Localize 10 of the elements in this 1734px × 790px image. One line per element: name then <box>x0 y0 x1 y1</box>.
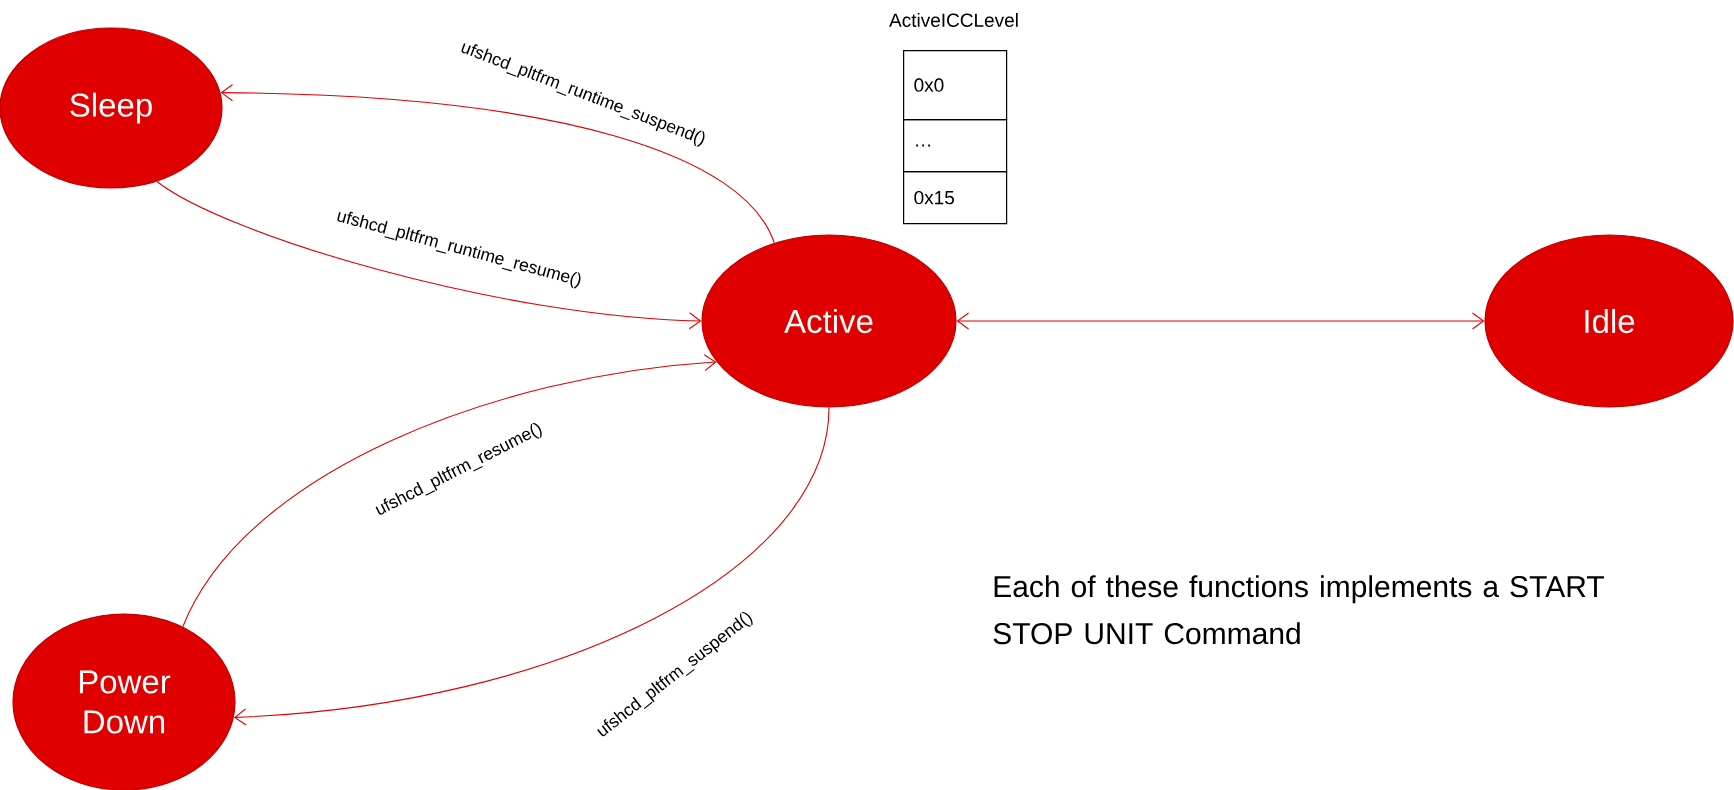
arrow <box>956 312 1485 330</box>
arrow <box>220 84 775 244</box>
arrow <box>233 407 830 726</box>
note-text: Each of these functions implements a START STOP UNIT Command <box>993 575 1604 645</box>
table-title: ActiveICCLevel <box>889 13 1018 27</box>
arrow <box>182 354 717 628</box>
arrow <box>156 180 702 330</box>
table-cell: 0x15 <box>903 171 1008 225</box>
table-cell: … <box>903 119 1008 173</box>
table-cell: 0x0 <box>903 50 1008 121</box>
